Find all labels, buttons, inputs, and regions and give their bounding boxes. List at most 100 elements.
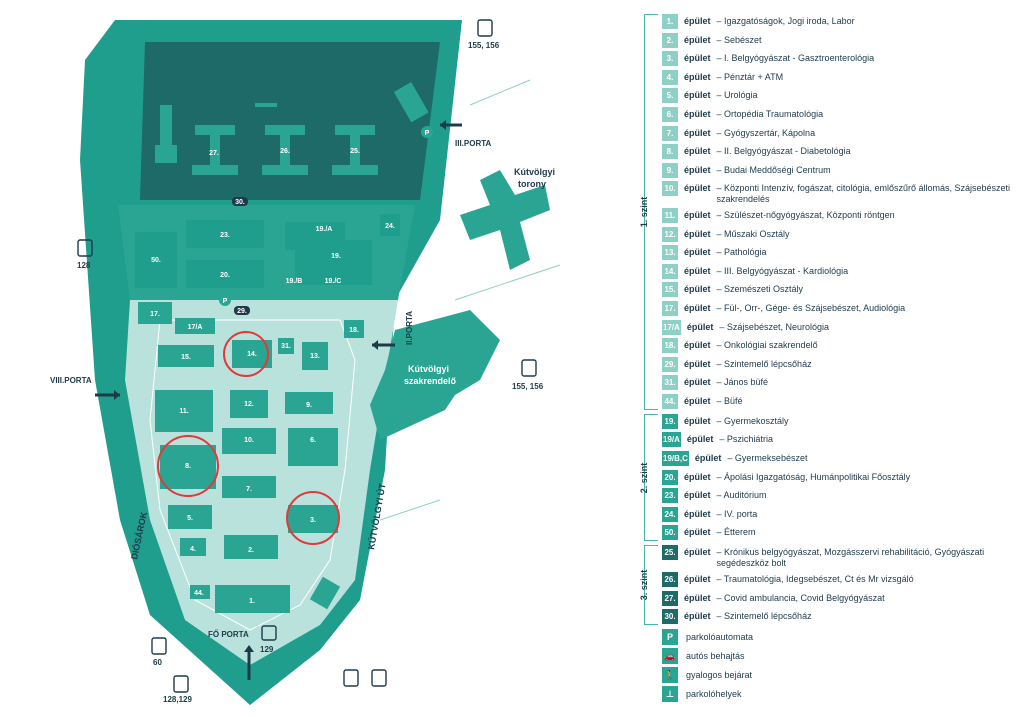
- building-number-badge: 8.: [662, 144, 678, 160]
- building-description: – Pathológia: [716, 247, 767, 258]
- building-description: – Pszichiátria: [719, 434, 773, 445]
- building-keyword: épület: [684, 284, 711, 295]
- building-number-badge: 18.: [662, 338, 678, 354]
- label-building-29: 29.: [237, 308, 247, 315]
- legend-key-text: gyalogos bejárat: [686, 670, 753, 681]
- parking-spaces-icon: ⊥: [662, 686, 678, 703]
- parking-icon: P: [662, 629, 678, 646]
- building-number-badge: 29.: [662, 356, 678, 372]
- building-keyword: épület: [684, 611, 711, 622]
- label-building-50: 50.: [151, 257, 161, 264]
- legend-row: 30. épület – Szintemelő lépcsőház: [662, 609, 1016, 625]
- building-keyword: épület: [684, 34, 711, 45]
- building-number-badge: 50.: [662, 525, 678, 541]
- building-description: – Budai Meddőségi Centrum: [716, 164, 831, 175]
- label-building-27: 27.: [209, 150, 219, 157]
- label-building-5: 5.: [187, 515, 193, 522]
- building-keyword: épület: [684, 108, 711, 119]
- building-10: [222, 428, 276, 454]
- legend-row: 27.épület– Covid ambulancia, Covid Belgy…: [662, 590, 1016, 607]
- building-17a: [175, 318, 215, 334]
- gate-label-iii: III.PORTA: [455, 139, 492, 148]
- building-23: [186, 220, 264, 248]
- building-description: – Sebészet: [716, 34, 762, 45]
- building-description: – Szintemelő lépcsőház: [716, 358, 812, 369]
- building-7: [222, 476, 276, 498]
- building-keyword: épület: [684, 415, 711, 426]
- building-keyword: épület: [684, 183, 711, 194]
- building-number-badge: 4.: [662, 69, 678, 85]
- building-keyword: épület: [684, 508, 711, 519]
- building-description: – Urológia: [716, 90, 758, 101]
- building-50: [135, 232, 177, 288]
- building-description: – János büfé: [716, 377, 769, 388]
- building-description: – Szájsebészet, Neurológia: [719, 321, 829, 332]
- kutvolgyi-tower-building: [460, 170, 550, 270]
- hospital-site-map: 1. 2. 3. 4. 5. 6. 7. 8. 9. 10. 11. 12. 1…: [50, 19, 561, 705]
- label-building-9: 9.: [306, 402, 312, 409]
- building-number-badge: 24.: [662, 506, 678, 522]
- building-number-badge: 44.: [662, 393, 678, 409]
- legend-row: 17.épület– Fül-, Orr-, Gége- és Szájsebé…: [662, 300, 1016, 317]
- building-6: [288, 428, 338, 466]
- building-keyword: épület: [684, 127, 711, 138]
- label-building-26: 26.: [280, 148, 290, 155]
- building-keyword: épület: [684, 395, 711, 406]
- building-description: – Krónikus belgyógyászat, Mozgásszervi r…: [716, 547, 985, 569]
- building-keyword: épület: [684, 358, 711, 369]
- building-keyword: épület: [684, 592, 711, 603]
- building-keyword: épület: [684, 209, 711, 220]
- building-9: [285, 392, 333, 414]
- building-number-badge: 30.: [662, 609, 678, 625]
- label-building-19a: 19./A: [316, 226, 333, 233]
- legend-row: 14.épület– III. Belgyógyászat - Kardioló…: [662, 263, 1016, 280]
- building-keyword: épület: [684, 90, 711, 101]
- legend-row: 11.épület– Szülészet-nőgyógyászat, Közpo…: [662, 207, 1016, 224]
- building-keyword: épület: [684, 490, 711, 501]
- building-number-badge: 6.: [662, 106, 678, 122]
- legend-row: 24.épület– IV. porta: [662, 506, 1016, 523]
- building-keyword: épület: [684, 16, 711, 26]
- building-description: – Auditórium: [716, 490, 767, 501]
- building-number-badge: 25.: [662, 545, 678, 561]
- building-description: – Covid ambulancia, Covid Belgyógyászat: [716, 592, 885, 603]
- building-description: – Szemészeti Osztály: [716, 284, 804, 295]
- building-number-badge: 20.: [662, 469, 678, 485]
- legend-row: 18.épület– Onkológiai szakrendelő: [662, 338, 1016, 354]
- building-number-badge: 19/B,C: [662, 451, 689, 467]
- label-building-13: 13.: [310, 353, 320, 360]
- label-building-20: 20.: [220, 272, 230, 279]
- legend-row: 26.épület– Traumatológia, Idegsebészet, …: [662, 572, 1016, 588]
- building-description: – Szintemelő lépcsőház: [716, 611, 812, 622]
- label-building-11: 11.: [179, 408, 188, 415]
- building-number-badge: 11.: [662, 207, 678, 223]
- clinic-label-line2: szakrendelő: [404, 376, 457, 386]
- tower-label-line2: torony: [518, 179, 546, 189]
- parking-icon-iii-porta: P: [425, 130, 430, 137]
- building-number-badge: 9.: [662, 162, 678, 178]
- parking-icon-central: P: [223, 298, 228, 305]
- legend-row: 19.épület– Gyermekosztály: [662, 413, 1016, 430]
- building-description: – I. Belgyógyászat - Gasztroenterológia: [716, 53, 875, 64]
- legend-key-row: ⊥parkolóhelyek: [662, 686, 1016, 703]
- label-building-30: 30.: [235, 199, 245, 206]
- building-description: – Ortopédia Traumatológia: [716, 108, 824, 119]
- building-number-badge: 2.: [662, 32, 678, 48]
- legend-row: 25.épület– Krónikus belgyógyászat, Mozgá…: [662, 545, 1016, 569]
- label-building-4: 4.: [190, 546, 196, 553]
- legend-row: 7.épület– Gyógyszertár, Kápolna: [662, 125, 1016, 142]
- label-building-31: 31.: [281, 343, 291, 350]
- legend-row: 44.épület– Büfé: [662, 393, 1016, 410]
- legend-row: 6. épület – Ortopédia Traumatológia: [662, 106, 1016, 123]
- legend-row: 23.épület– Auditórium: [662, 488, 1016, 504]
- building-keyword: épület: [694, 453, 722, 464]
- map-legend: 1. szint 1.épület– Igazgatóságok, Jogi i…: [636, 14, 1016, 705]
- building-11: [155, 390, 213, 432]
- gate-label-main: FŐ PORTA: [208, 630, 249, 639]
- building-25: [332, 125, 378, 175]
- tower-label-line1: Kútvölgyi: [514, 167, 555, 177]
